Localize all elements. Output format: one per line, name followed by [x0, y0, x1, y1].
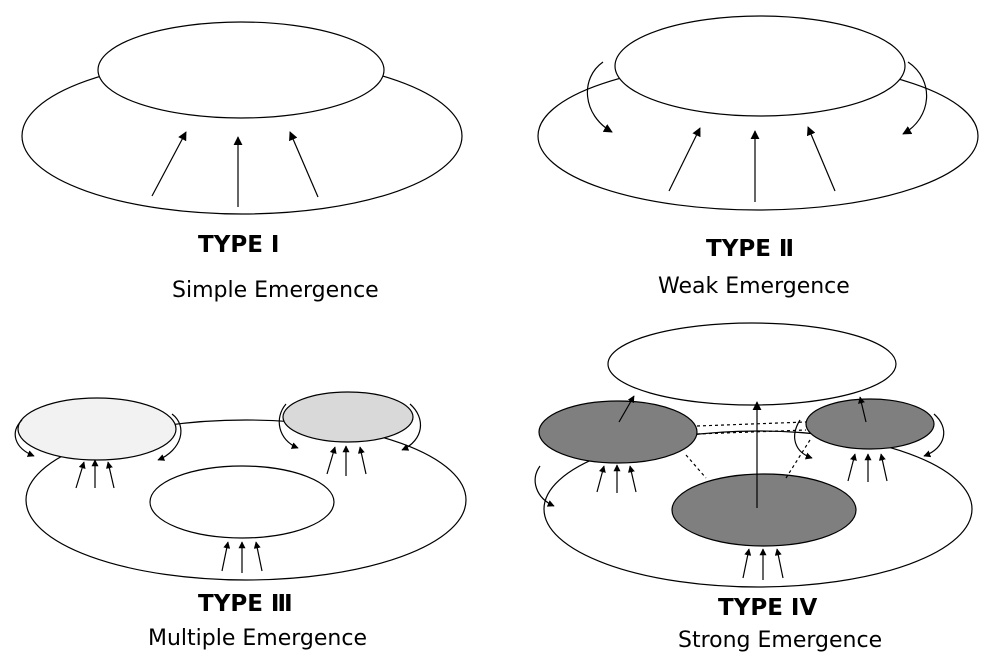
type-4-feedback-arrow-2 — [795, 420, 813, 460]
type-2-downward-feedback-arrow-right — [902, 62, 927, 134]
type-4-dotted-link — [697, 422, 806, 426]
type-3-feedback-arrow-2 — [157, 414, 181, 461]
type-4-upward-arrow-right-to-top — [858, 396, 866, 422]
type-3-upward-arrow — [106, 461, 114, 488]
type-2-upward-arrow-right — [807, 126, 835, 191]
type-4-feedback-arrow-3 — [923, 414, 944, 458]
type-3-feedback-arrow-4 — [401, 404, 420, 451]
type-4-feedback-arrow-1 — [535, 466, 555, 507]
type-2-diagram — [538, 16, 978, 210]
type-2-title: TYPE Ⅱ — [706, 236, 795, 262]
type-4-upward-arrow — [774, 548, 783, 578]
type-4-title: TYPE IV — [718, 595, 818, 621]
type-4-upward-arrow — [878, 453, 887, 481]
type-4-upward-arrow — [848, 453, 857, 481]
type-4-top-emergent-level — [608, 323, 896, 405]
type-4-upward-arrow — [743, 548, 752, 578]
type-3-emergent-level-right — [283, 392, 413, 442]
type-2-upward-arrow-left — [669, 127, 700, 191]
type-3-upward-arrow — [253, 541, 262, 571]
type-1-upward-arrow-left — [152, 131, 186, 196]
type-3-diagram — [15, 392, 466, 580]
type-2-subtitle: Weak Emergence — [658, 274, 850, 299]
type-4-dotted-link — [686, 455, 706, 478]
type-3-feedback-arrow-3 — [279, 404, 299, 449]
type-3-upward-arrow — [222, 541, 231, 571]
type-4-dotted-link — [786, 440, 810, 478]
type-4-emergent-level-right — [806, 399, 934, 449]
type-4-upward-arrow-left-to-top — [619, 395, 634, 422]
type-1-diagram — [22, 22, 462, 214]
type-4-emergent-level-left — [539, 401, 697, 463]
type-4-upward-arrow — [597, 465, 606, 492]
type-4-dotted-link — [697, 430, 806, 434]
type-1-title: TYPE Ⅰ — [198, 232, 280, 258]
type-3-emergent-level-left — [18, 398, 176, 460]
type-1-subtitle: Simple Emergence — [172, 278, 379, 303]
type-1-emergent-level — [98, 22, 384, 118]
type-3-upward-arrow — [357, 446, 366, 474]
type-3-upward-arrow — [76, 461, 86, 488]
type-2-downward-feedback-arrow-left — [587, 62, 613, 132]
type-4-subtitle: Strong Emergence — [678, 628, 883, 653]
type-4-emergent-level-center — [672, 474, 856, 546]
type-4-diagram — [535, 323, 972, 587]
type-3-subtitle: Multiple Emergence — [148, 626, 367, 651]
type-3-title: TYPE Ⅲ — [198, 591, 293, 617]
type-3-upward-arrow — [327, 446, 337, 474]
type-3-feedback-arrow-1 — [15, 420, 35, 457]
type-4-upward-arrow — [628, 465, 636, 492]
type-2-emergent-level — [615, 16, 905, 116]
type-3-emergent-level-center — [150, 466, 334, 538]
type-1-upward-arrow-right — [289, 131, 318, 197]
